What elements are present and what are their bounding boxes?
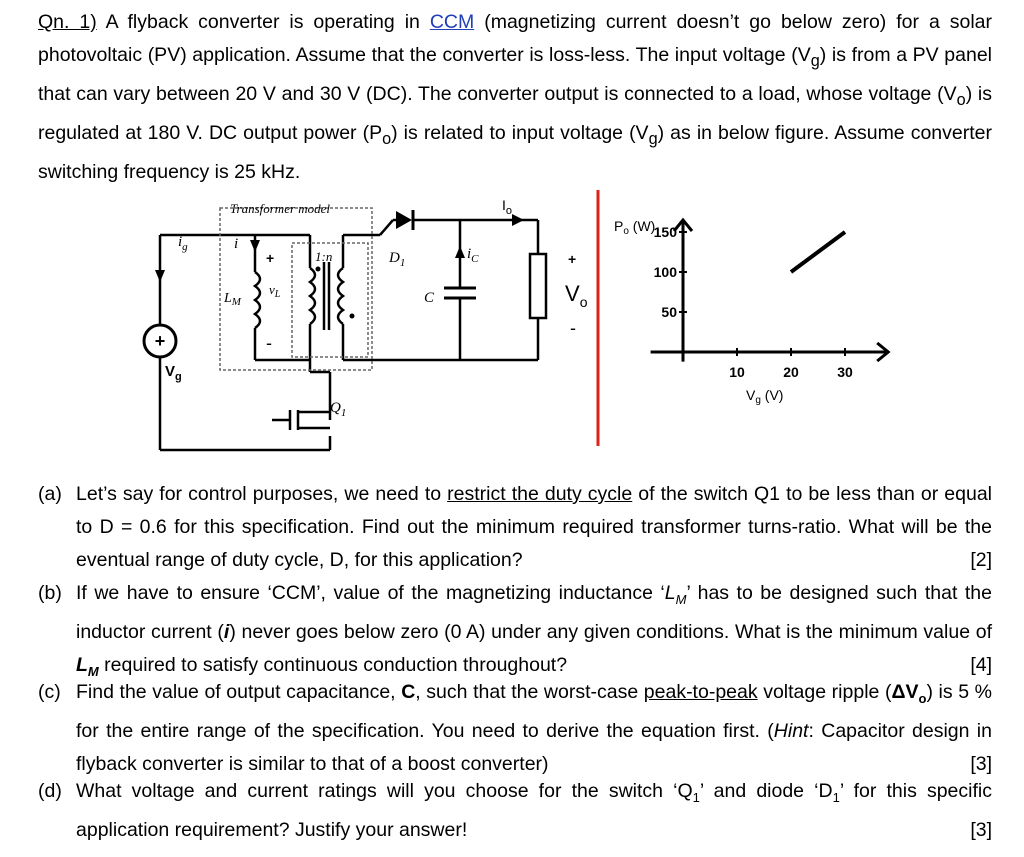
question-text-segment: If we have to ensure ‘CCM’, value of the… (76, 582, 665, 604)
primary-winding (307, 266, 317, 326)
y-tick-label: 150 (654, 224, 678, 240)
x-axis-arrow (876, 341, 891, 363)
inductor-current-label: i (234, 236, 238, 252)
transformer-model-label: Transformer model (230, 201, 330, 216)
magnetizing-inductor (252, 270, 262, 330)
question-text-segment: L (76, 653, 88, 676)
x-tick-label: 20 (783, 364, 799, 380)
question-text-segment: Hint (773, 719, 809, 742)
question-text-segment: o (918, 690, 927, 706)
diode-d1 (396, 211, 412, 229)
svg-text:+: + (266, 250, 274, 266)
question-text-segment: ) never goes below zero (0 A) under any … (229, 620, 992, 643)
question-text-segment: M (675, 591, 687, 607)
y-tick-label: 100 (654, 264, 678, 280)
ic-label: iC (467, 246, 479, 265)
question-text-segment: of the switch Q1 to be less than or equa… (76, 483, 992, 571)
question-text-segment: M (87, 663, 99, 679)
svg-text:-: - (570, 318, 576, 338)
question-text-segment: ’ for this specific application requirem… (76, 780, 992, 841)
figure: + Transformer model ig i + - LM vL 1:n D… (142, 190, 891, 452)
series-line (789, 230, 847, 274)
vg-label: Vg (165, 363, 182, 383)
turns-ratio-label: 1:n (315, 249, 332, 264)
d1-label: D1 (388, 250, 405, 269)
svg-text:-: - (266, 333, 272, 353)
ideal-transformer-box (291, 242, 369, 358)
flyback-circuit (142, 218, 548, 452)
question-text-segment: voltage ripple ( (757, 681, 892, 703)
source-polarity: + (155, 331, 166, 351)
question-text-segment: restrict the duty cycle (447, 483, 633, 505)
capacitor-label: C (424, 290, 435, 306)
marks-label: [2] (970, 549, 992, 571)
secondary-winding (336, 266, 346, 326)
y-axis-arrow (672, 217, 694, 232)
x-tick-label: 30 (837, 364, 853, 380)
marks-label: [3] (970, 818, 992, 841)
x-axis-label: Vg (V) (746, 387, 783, 406)
load-resistor (528, 252, 548, 320)
y-axis-label: Po (W) (614, 218, 655, 237)
question-text-segment: , such that the worst-case (415, 681, 644, 703)
x-tick-label: 10 (729, 364, 745, 380)
y-tick-label: 50 (661, 304, 677, 320)
question-text-segment: : Capacitor design in flyback converter … (76, 719, 992, 775)
question-text-segment: C (401, 681, 416, 703)
question-text-segment: ) is 5 % for the entire range of the spe… (76, 681, 992, 742)
question-text-segment: required to satisfy continuous conductio… (98, 653, 568, 676)
vo-label: Vo (565, 281, 588, 310)
problem-statement: Qn. 1) A flyback converter is operating … (38, 11, 993, 183)
svg-text:+: + (568, 251, 576, 267)
question-text-segment: 1 (832, 789, 840, 805)
question-text-segment: Let’s say for control purposes, we need … (76, 483, 448, 505)
vl-label: vL (269, 282, 281, 300)
transformer-model-box (219, 207, 373, 371)
question-text-segment: peak-to-peak (643, 681, 758, 703)
power-vs-voltage-chart: 50 100 150 10 20 30 Po (W) Vg (V) (614, 217, 891, 406)
question-text-segment: 1 (692, 789, 700, 805)
question-text-segment: ΔV (891, 681, 919, 703)
question-text-segment: What voltage and current ratings will yo… (76, 780, 693, 802)
question-text-segment: Find the value of output capacitance, (76, 681, 402, 703)
question-text-segment: ’ and diode ‘D (699, 780, 833, 802)
question-number: Qn. 1) (38, 11, 97, 33)
svg-text:ig: ig (178, 234, 188, 253)
io-label: Io (502, 197, 512, 217)
q1-label: Q1 (330, 400, 346, 419)
question-text-segment: ’ has to be designed such that the induc… (76, 582, 992, 643)
lm-label: LM (223, 291, 242, 308)
ccm-link[interactable]: CCM (429, 11, 475, 33)
question-text-segment: i (223, 620, 230, 643)
marks-label: [4] (970, 653, 992, 676)
question-text-segment: L (664, 582, 676, 604)
marks-label: [3] (970, 752, 992, 775)
